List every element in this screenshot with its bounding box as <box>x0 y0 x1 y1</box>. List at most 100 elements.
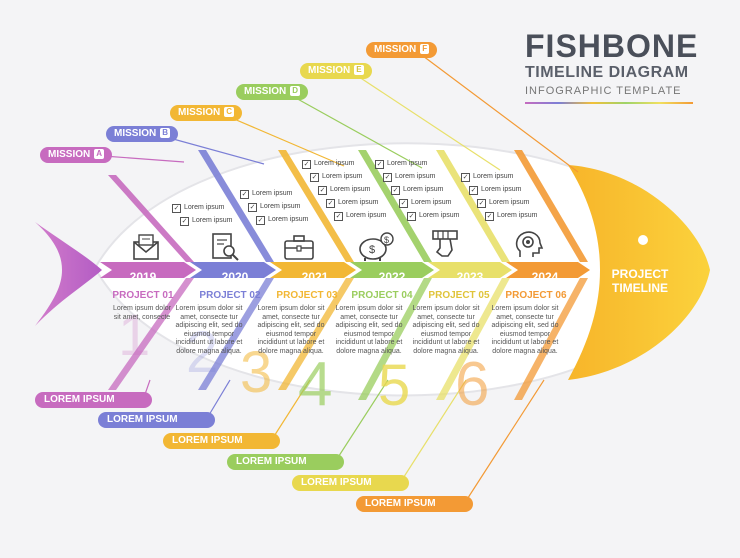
lower-bone-2 <box>198 278 274 390</box>
project-06-title: PROJECT 06 <box>505 290 567 301</box>
lower-bone-5 <box>436 278 510 400</box>
lower-bone-4 <box>358 278 432 400</box>
project-03-description: Lorem ipsum dolor sit amet, consecte tur… <box>257 305 325 355</box>
title-line-1: FISHBONE <box>525 28 699 64</box>
check-item: ✓Lorem ipsum <box>248 203 301 212</box>
spine-segment-2 <box>190 262 276 278</box>
check-item: ✓Lorem ipsum <box>310 173 363 182</box>
check-item: ✓Lorem ipsum <box>334 212 387 221</box>
briefcase-icon <box>284 235 314 260</box>
head-label-line-2: TIMELINE <box>612 281 668 295</box>
project-02-description: Lorem ipsum dolor sit amet, consecte tur… <box>175 305 243 355</box>
check-item: ✓Lorem ipsum <box>461 173 514 182</box>
head-label-line-1: PROJECT <box>611 267 669 281</box>
upper-bone-4 <box>358 150 432 262</box>
check-item: ✓Lorem ipsum <box>326 199 379 208</box>
upper-bone-1 <box>108 175 194 262</box>
upper-bone-5 <box>436 150 510 262</box>
upper-bone-2 <box>198 150 274 262</box>
bottom-label-5: LOREM IPSUM <box>292 475 409 491</box>
lower-bone-1 <box>108 278 194 390</box>
check-item: ✓Lorem ipsum <box>407 212 460 221</box>
mission-leader-6 <box>414 49 579 173</box>
mission-leader-4 <box>284 91 423 169</box>
lower-bone-3 <box>278 278 354 390</box>
bottom-leader-5 <box>399 379 467 484</box>
upper-bone-6 <box>514 150 588 262</box>
upper-bone-3 <box>278 150 354 262</box>
title-color-bar <box>525 102 693 104</box>
project-02-checklist: ✓Lorem ipsum ✓Lorem ipsum <box>172 202 232 228</box>
check-item: ✓Lorem ipsum <box>399 199 452 208</box>
spine-segment-1 <box>100 262 196 278</box>
project-01-description: Lorem ipsum dolor sit amet, consecte <box>113 305 171 321</box>
spine-segment-5 <box>428 262 512 278</box>
bottom-leader-6 <box>463 379 545 505</box>
bottom-leader-4 <box>334 379 389 463</box>
project-03-title: PROJECT 03 <box>276 290 338 301</box>
bottom-label-6: LOREM IPSUM <box>356 496 473 512</box>
bottom-label-1: LOREM IPSUM <box>35 392 152 408</box>
fish-head <box>568 165 710 380</box>
year-2019: 2019 <box>129 270 157 284</box>
spine-segment-3 <box>270 262 356 278</box>
bottom-label-3: LOREM IPSUM <box>163 433 280 449</box>
year-2022: 2022 <box>378 270 406 284</box>
svg-text:$: $ <box>384 235 389 245</box>
project-05-title: PROJECT 05 <box>428 290 490 301</box>
bottom-label-2: LOREM IPSUM <box>98 412 215 428</box>
project-01-title: PROJECT 01 <box>112 290 174 301</box>
check-item: ✓Lorem ipsum <box>172 204 225 213</box>
mail-icon <box>133 234 159 260</box>
key-icon <box>432 230 458 257</box>
fish-eye <box>638 235 648 245</box>
lower-bone-6 <box>514 278 588 400</box>
check-item: ✓Lorem ipsum <box>375 160 428 169</box>
check-item: ✓Lorem ipsum <box>469 186 522 195</box>
check-item: ✓Lorem ipsum <box>240 190 293 199</box>
year-2020: 2020 <box>221 270 249 284</box>
project-04-checklist: ✓Lorem ipsum ✓Lorem ipsum ✓Lorem ipsum ✓… <box>302 158 386 223</box>
check-item: ✓Lorem ipsum <box>256 216 309 225</box>
head-label: PROJECT TIMELINE <box>600 267 680 295</box>
check-item: ✓Lorem ipsum <box>180 217 233 226</box>
project-04-description: Lorem ipsum dolor sit amet, consecte tur… <box>335 305 403 355</box>
check-item: ✓Lorem ipsum <box>302 160 355 169</box>
spine-segment-4 <box>350 262 434 278</box>
mission-leader-3 <box>219 112 345 167</box>
mission-leader-5 <box>349 70 501 171</box>
fish-tail <box>35 222 102 326</box>
head-gear-icon <box>515 231 544 257</box>
project-05-checklist: ✓Lorem ipsum ✓Lorem ipsum ✓Lorem ipsum ✓… <box>375 158 459 223</box>
project-02-title: PROJECT 02 <box>199 290 261 301</box>
year-2021: 2021 <box>301 270 329 284</box>
spine-segment-6 <box>506 262 590 278</box>
bottom-leader-3 <box>270 379 311 442</box>
document-search-icon <box>212 233 239 261</box>
project-04-title: PROJECT 04 <box>351 290 413 301</box>
diagram-title: FISHBONE TIMELINE DIAGRAM INFOGRAPHIC TE… <box>525 30 698 104</box>
check-item: ✓Lorem ipsum <box>391 186 444 195</box>
check-item: ✓Lorem ipsum <box>477 199 530 208</box>
year-2023: 2023 <box>456 270 484 284</box>
title-line-3: INFOGRAPHIC TEMPLATE <box>525 85 682 97</box>
check-item: ✓Lorem ipsum <box>318 186 371 195</box>
project-06-description: Lorem ipsum dolor sit amet, consecte tur… <box>491 305 559 355</box>
project-06-checklist: ✓Lorem ipsum ✓Lorem ipsum ✓Lorem ipsum ✓… <box>461 171 537 223</box>
project-03-checklist: ✓Lorem ipsum ✓Lorem ipsum ✓Lorem ipsum <box>240 188 308 227</box>
piggy-bank-icon: $ $ <box>359 232 394 261</box>
project-05-description: Lorem ipsum dolor sit amet, consecte tur… <box>412 305 480 355</box>
check-item: ✓Lorem ipsum <box>485 212 538 221</box>
title-line-2: TIMELINE DIAGRAM <box>525 64 689 81</box>
check-item: ✓Lorem ipsum <box>383 173 436 182</box>
bottom-label-4: LOREM IPSUM <box>227 454 344 470</box>
svg-text:$: $ <box>369 244 375 256</box>
